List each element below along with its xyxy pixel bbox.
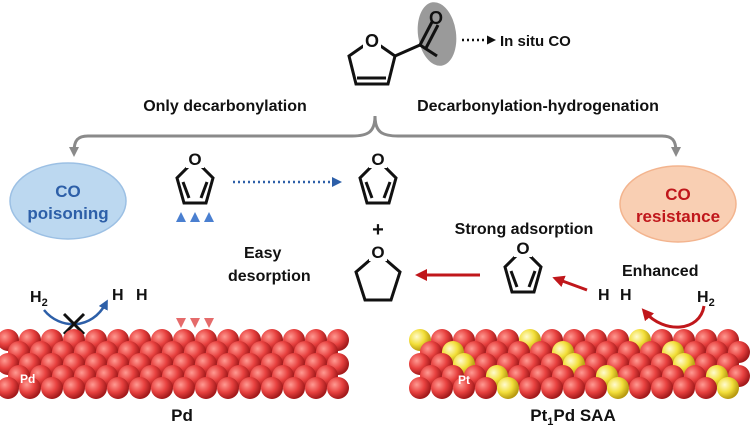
- h-atom-left-b: H: [136, 287, 148, 304]
- desorption-arrows: [176, 212, 214, 328]
- pd-atom: [19, 377, 41, 399]
- pd-caption: Pd: [171, 406, 193, 425]
- furan-left-oxygen: O: [188, 150, 201, 169]
- pt-atom: [607, 377, 629, 399]
- h2-left-label: H2: [30, 289, 48, 309]
- pd-atom: [283, 377, 305, 399]
- pd-atom: [651, 377, 673, 399]
- pd-atom: [475, 377, 497, 399]
- only-decarbonylation-label: Only decarbonylation: [143, 98, 307, 115]
- pd-atom: [453, 377, 475, 399]
- h-atom-left-a: H: [112, 287, 124, 304]
- h2-dissociation-arrow-right: [641, 305, 706, 329]
- in-situ-co-label: In situ CO: [500, 33, 571, 50]
- furfural-ring-oxygen: O: [365, 31, 379, 51]
- pd-atom: [563, 377, 585, 399]
- h-atom-right-a: H: [598, 287, 610, 304]
- furan-product: O: [358, 150, 398, 205]
- pd-atom: [41, 377, 63, 399]
- enhanced-label: Enhanced: [622, 263, 698, 280]
- pd-surface-label: Pd: [20, 372, 35, 386]
- pd-atom: [151, 377, 173, 399]
- pd-atom: [63, 377, 85, 399]
- pd-atom: [695, 377, 717, 399]
- pd-atom: [327, 377, 349, 399]
- pd-atom: [129, 377, 151, 399]
- furan-adsorbed: O: [503, 239, 543, 294]
- branch-bracket-right: [373, 115, 681, 157]
- plus-sign: +: [372, 219, 384, 241]
- furan-left: O: [175, 150, 215, 205]
- pt1pd-saa-caption: Pt1Pd SAA: [530, 406, 615, 428]
- co-poisoning-line1: CO: [55, 182, 81, 201]
- h-atom-right-b: H: [620, 287, 632, 304]
- pd-atom: [107, 377, 129, 399]
- pd-surface: [0, 329, 349, 399]
- pd-atom: [585, 377, 607, 399]
- h2-right-label: H2: [697, 289, 715, 309]
- adsorption-arrows-right: [507, 300, 543, 330]
- co-poisoning-bubble: CO poisoning: [9, 162, 127, 240]
- furan-adsorbed-oxygen: O: [516, 239, 529, 258]
- pt-atom: [497, 377, 519, 399]
- strong-adsorption-label: Strong adsorption: [455, 221, 594, 238]
- furan-product-oxygen: O: [371, 150, 384, 169]
- pt-atom: [717, 377, 739, 399]
- decarbonylation-hydrogenation-label: Decarbonylation-hydrogenation: [417, 98, 659, 115]
- co-resistance-line2: resistance: [636, 207, 720, 226]
- pd-atom: [173, 377, 195, 399]
- pd-atom: [673, 377, 695, 399]
- pd-atom: [519, 377, 541, 399]
- thf-molecule: O: [354, 243, 402, 302]
- pd-atom: [261, 377, 283, 399]
- pd-atom: [0, 377, 19, 399]
- blocked-x-icon: [62, 312, 86, 336]
- pt1pd-saa-surface: [409, 329, 750, 399]
- easy-label-line2: desorption: [228, 268, 311, 285]
- co-resistance-line1: CO: [665, 185, 691, 204]
- pd-atom: [85, 377, 107, 399]
- pd-atom: [541, 377, 563, 399]
- co-resistance-bubble: CO resistance: [619, 165, 737, 243]
- pd-atom: [431, 377, 453, 399]
- pt-surface-label: Pt: [458, 373, 470, 387]
- easy-label-line1: Easy: [244, 245, 281, 262]
- h-small-arrows-right: [603, 306, 633, 330]
- aldehyde-oxygen: O: [429, 8, 443, 28]
- h-to-furan-arrow: [552, 275, 588, 292]
- pd-atom: [305, 377, 327, 399]
- branch-bracket-left: [69, 115, 377, 157]
- pd-atom: [409, 377, 431, 399]
- h-small-arrows-left: [117, 306, 149, 328]
- co-poisoning-line2: poisoning: [27, 204, 108, 223]
- pd-atom: [239, 377, 261, 399]
- pd-atom: [217, 377, 239, 399]
- pd-atom: [629, 377, 651, 399]
- pd-atom: [195, 377, 217, 399]
- thf-oxygen: O: [371, 243, 384, 262]
- furfural-molecule: O O: [347, 2, 457, 86]
